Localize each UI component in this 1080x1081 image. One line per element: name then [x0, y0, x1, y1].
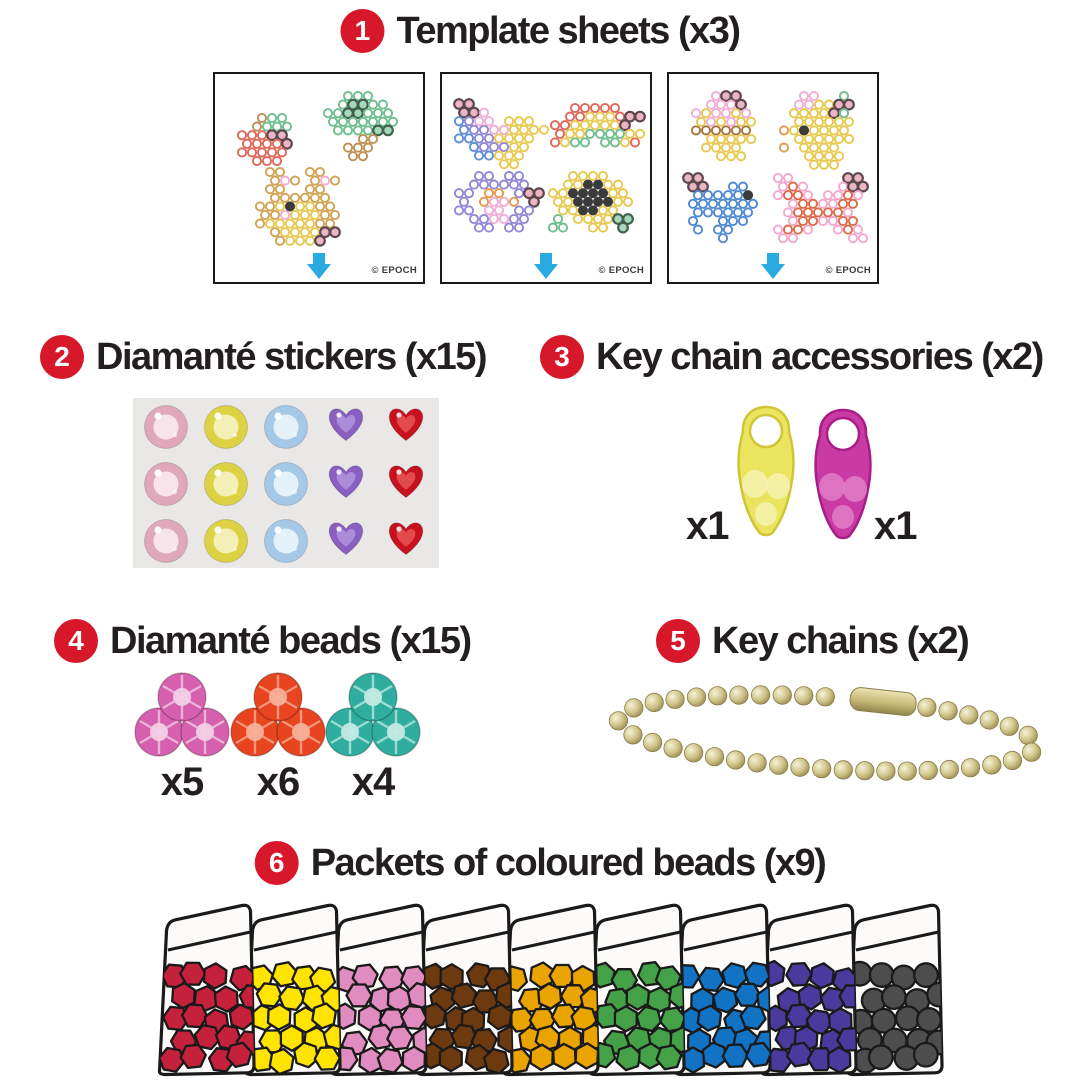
- section-3-header: 3 Key chain accessories (x2): [540, 334, 1044, 380]
- template-sheet-2-art: [443, 74, 650, 257]
- template-sheet-1: © EPOCH: [213, 72, 425, 284]
- section-1-header: 1 Template sheets (x3): [340, 8, 741, 54]
- section-4-header: 4 Diamanté beads (x15): [54, 618, 472, 664]
- section-1-count: (x3): [677, 9, 741, 52]
- section-5-badge: 5: [656, 619, 700, 663]
- bead-packet-2: [243, 903, 342, 1077]
- down-arrow-icon: [307, 253, 331, 279]
- accessory-count-left: x1: [686, 504, 729, 548]
- bead-count-teal: x4: [351, 760, 396, 804]
- section-6-badge: 6: [254, 841, 299, 885]
- bead-packet-1: [157, 903, 256, 1077]
- section-4-title: Diamanté beads: [110, 619, 382, 662]
- section-4-badge: 4: [54, 619, 98, 663]
- section-2-count: (x15): [404, 335, 488, 378]
- bead-packet-6: [587, 903, 686, 1077]
- section-3-title: Key chain accessories: [596, 335, 974, 378]
- section-6-count: (x9): [763, 841, 827, 884]
- section-5-header: 5 Key chains (x2): [656, 618, 970, 664]
- bead-count-red: x6: [256, 760, 301, 804]
- bead-packet-5: [501, 903, 600, 1077]
- bead-packet-3: [329, 903, 428, 1077]
- diamante-bead-red: [228, 670, 328, 767]
- template-sheet-2: © EPOCH: [440, 72, 652, 284]
- keychain-accessory-pink: [806, 407, 880, 546]
- copyright-label: © EPOCH: [371, 265, 417, 276]
- section-3-count: (x2): [981, 335, 1044, 378]
- section-2-title: Diamanté stickers: [96, 335, 397, 378]
- section-2-badge: 2: [40, 335, 84, 379]
- bead-packet-8: [759, 903, 858, 1077]
- section-6-title: Packets of coloured beads: [310, 841, 757, 884]
- bead-packet-4: [415, 903, 514, 1077]
- bead-packets: [146, 891, 956, 1081]
- diamante-bead-pink: [132, 670, 232, 767]
- template-sheet-3: © EPOCH: [667, 72, 879, 284]
- ball-chain: [600, 676, 1055, 799]
- accessory-count-right: x1: [874, 504, 917, 548]
- sticker-sheet: [133, 398, 439, 573]
- bead-packet-9: [845, 903, 944, 1077]
- section-5-count: (x2): [906, 619, 970, 662]
- section-1-title: Template sheets: [396, 9, 670, 52]
- template-sheet-1-art: [216, 74, 423, 257]
- bead-packet-7: [673, 903, 772, 1077]
- section-2-header: 2 Diamanté stickers (x15): [40, 334, 488, 380]
- copyright-label: © EPOCH: [598, 265, 644, 276]
- section-1-badge: 1: [340, 9, 385, 53]
- down-arrow-icon: [534, 253, 558, 279]
- section-5-title: Key chains: [712, 619, 899, 662]
- down-arrow-icon: [761, 253, 785, 279]
- copyright-label: © EPOCH: [825, 265, 871, 276]
- bead-count-pink: x5: [160, 760, 205, 804]
- diamante-bead-teal: [323, 670, 423, 767]
- template-sheet-3-art: [670, 74, 877, 257]
- section-6-header: 6 Packets of coloured beads (x9): [254, 840, 827, 886]
- section-3-badge: 3: [540, 335, 584, 379]
- keychain-accessory-yellow: [729, 404, 803, 543]
- section-4-count: (x15): [389, 619, 472, 662]
